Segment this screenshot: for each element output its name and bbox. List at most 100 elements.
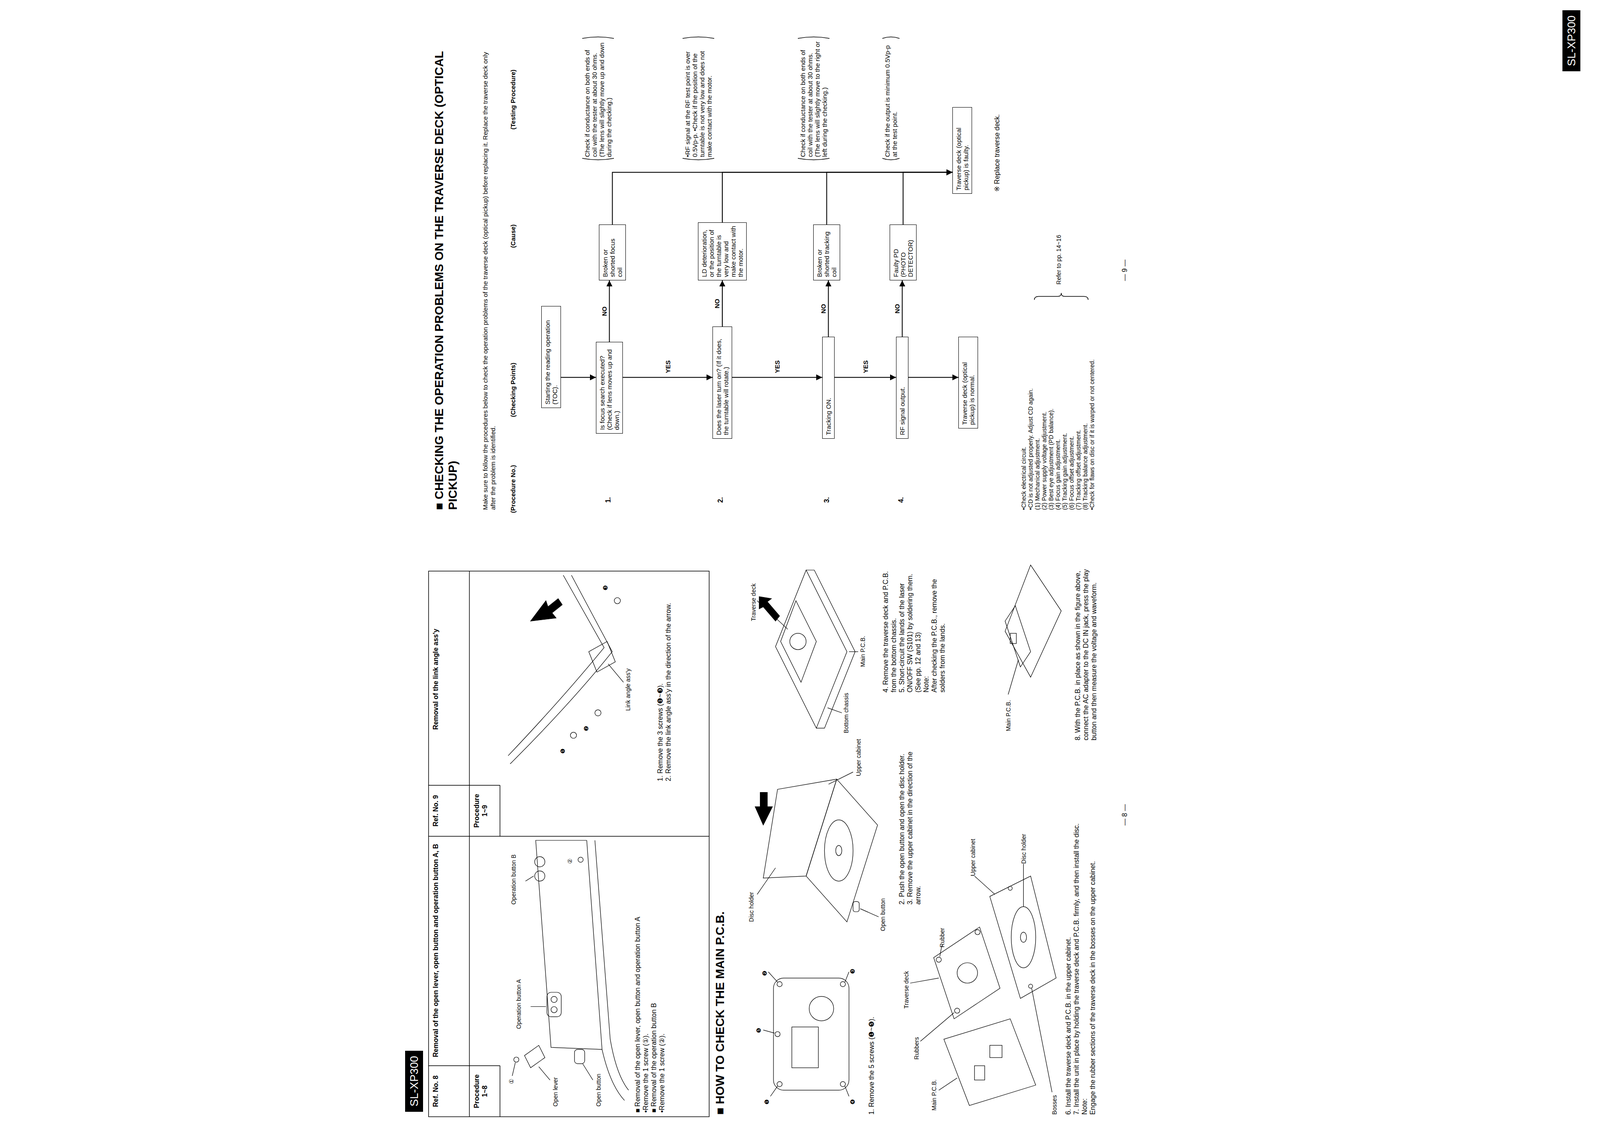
table-grid [428,785,500,786]
note-text: (8) Tracking balance adjustment. [1081,300,1089,511]
instruction-text: ■ Removal of the operation button B [649,839,658,1113]
open-lever-figure [524,1045,546,1069]
text-group: 1. [604,488,613,503]
text-group: Check if conductance on both ends of coi… [799,39,829,158]
note-text: (5) Tracking gain adjustment. [1061,300,1069,511]
part-label: ② [566,849,574,865]
cause-box: Broken or shorted tracking coil [813,224,841,281]
instruction-text: Engage the rubber sections of the traver… [1088,757,1097,1115]
text-group: Main P.C.B. [930,1059,938,1111]
bracket [682,37,715,39]
text-group: ❸ [601,576,609,591]
flow-arrow [609,280,611,342]
note-text: (7) Tracking offset adjustment. [1074,300,1082,511]
open-lever-figure [578,857,584,863]
flow-arrow [903,172,953,225]
flow-arrow [908,376,959,378]
text-group: ■ Removal of the open lever, open button… [633,839,666,1113]
disc-holder-figure [755,792,773,826]
part-label: Bosses [1051,1074,1058,1116]
table-cell: Removal of the link angle ass'y [431,577,440,782]
pcb-check-figure [1004,565,1061,678]
instruction-text: 2. Push the open button and open the dis… [897,731,906,905]
part-label: Disc holder [1020,808,1028,865]
closed-unit-figure [776,1081,783,1087]
closed-unit-figure [791,1027,819,1069]
text-group: Open button [595,1045,602,1107]
text-group: 2. [716,488,725,503]
closed-unit-figure [840,981,846,987]
instruction-text: Note: [922,563,931,693]
assembly-figure [1028,984,1033,989]
testing-procedure: Check if the output is minimum 0.5Vp-p a… [883,39,899,158]
part-label: Link angle ass'y [624,629,632,711]
closed-unit-figure [774,1031,780,1037]
open-lever-figure [534,856,546,868]
text-group: Refer to pp. 14~16 [1055,207,1063,285]
text-group: — 8 — [1120,794,1129,836]
node-text: Does the laser turn on? (If it does, the… [715,329,730,436]
cause-box: Broken or shorted focus coil [598,224,626,281]
link-angle-figure [508,575,624,765]
table-cell: Ref. No. 9 [431,787,440,835]
note-text: (6) Focus offset adjustment. [1068,300,1075,511]
title-group: ■ CHECKING THE OPERATION PROBLEMS ON THE… [432,40,460,511]
note-text: (4) Focus gain adjustment. [1054,300,1062,511]
note-text: Refer to pp. 14~16 [1055,207,1063,285]
bracket [797,37,830,39]
closed-unit-figure [809,996,834,1022]
text-group: Upper cabinet [969,814,977,876]
closed-unit-figure [844,1086,850,1097]
result-box: Traverse deck (optical pickup) is faulty… [952,107,973,194]
page-number: — 8 — [1120,794,1129,836]
text-group: (Testing Procedure) [509,37,517,130]
text-group: Ref. No. 8 [431,1068,440,1116]
part-label: ❶ [763,1090,771,1105]
process-box: Does the laser turn on? (If it does, the… [712,326,733,439]
table-grid [499,785,501,837]
open-lever-figure [512,1062,516,1077]
part-label: Upper cabinet [855,730,862,777]
node-text: Broken or shorted focus coil [601,227,624,278]
pcb-check-figure [1008,659,1019,695]
text-group: Procedure 1~8 [472,1068,489,1116]
text-group: 1. Remove the 5 screws (❶~❺). [867,931,876,1116]
disc-holder-figure [860,908,879,917]
bracket [1034,293,1089,301]
part-label: Bottom chassis [842,687,850,734]
text-group: 6. Install the traverse deck and P.C.B. … [1064,757,1097,1115]
edge-label: NO [713,297,721,310]
table-grid [428,836,710,837]
open-lever-figure [582,1063,593,1081]
text-group: Main P.C.B. [859,616,867,667]
text-group: 4. [896,488,906,503]
note-text: •Check for flaws on disc or if it is war… [1088,300,1096,511]
instruction-text: 1. Remove the 3 screws (❶~❸). [656,577,665,782]
text-group: Traverse deck [750,560,757,622]
edge-label: NO [600,305,608,318]
instruction-text: 3. Remove the upper cabinet in the direc… [905,731,923,905]
link-angle-figure [530,598,563,622]
text-group: Procedure 1~9 [472,787,489,835]
assembly-figure [1008,886,1013,891]
note-text: (3) Best eye adjustment (PD balance). [1047,300,1055,511]
text-group: Upper cabinet [855,730,862,777]
open-lever-figure [595,840,629,1091]
flow-arrow [612,172,953,225]
flow-arrow [722,172,953,223]
text-group: 3. [822,488,831,503]
process-box: Starting the reading operation (TOC). [541,306,561,409]
disc-holder-figure [835,845,842,856]
disc-holder-figure [852,901,859,912]
pcb-check-figure [1010,633,1017,644]
open-lever-figure [513,1057,520,1063]
text-group: Make sure to follow the procedures below… [481,44,497,511]
open-lever-figure [551,996,558,1003]
node-text: Traverse deck (optical pickup) is normal… [960,340,976,426]
link-angle-figure [570,732,577,739]
instruction-text: •Remove the 1 screw (①). [641,839,650,1113]
part-label: Main P.C.B. [1004,680,1012,732]
text-group: 2. Push the open button and open the dis… [897,731,923,905]
closed-unit-figure [770,1086,778,1097]
